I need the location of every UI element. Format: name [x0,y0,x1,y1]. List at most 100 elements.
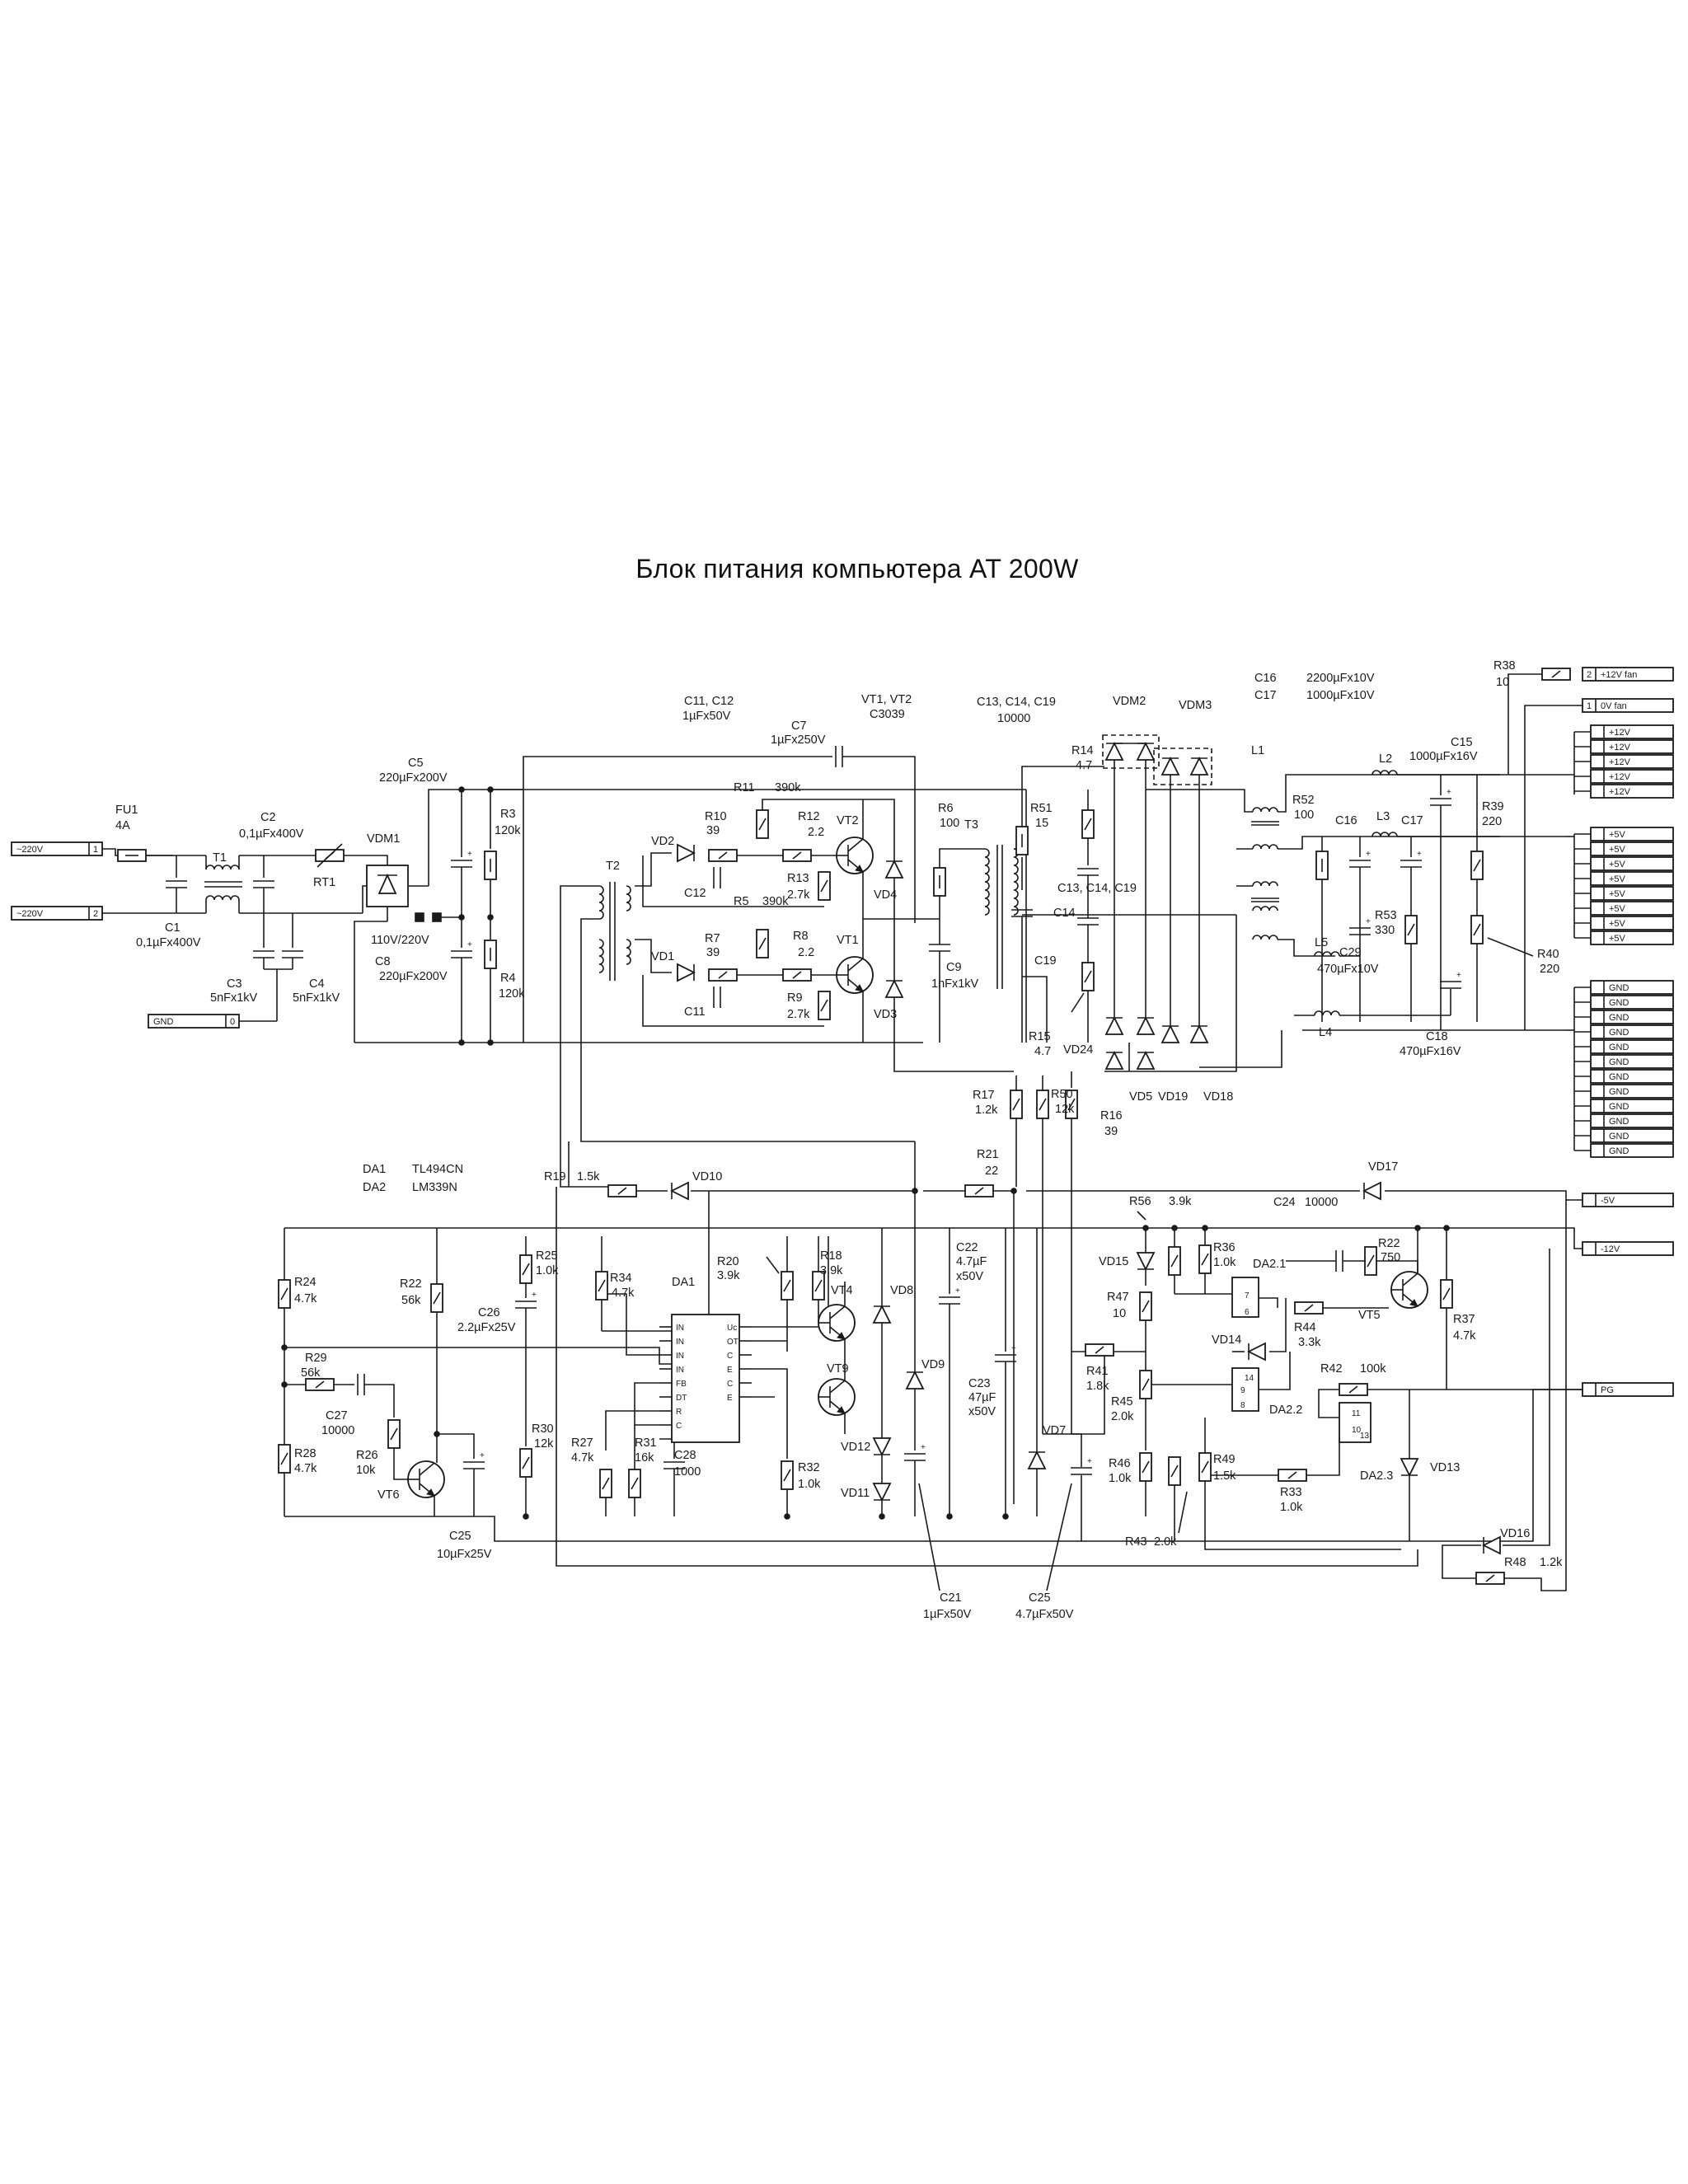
resistor-r40 [1470,915,1484,944]
capacitor-c3 [253,950,274,958]
label-r24v: 4.7k [294,1292,317,1305]
svg-text:GND: GND [1609,998,1629,1008]
diode-vd17 [1362,1181,1381,1201]
connector-gnd-4: GND [1590,1039,1674,1054]
connector-minus12v: -12V [1582,1241,1674,1256]
label-r39v: 220 [1482,815,1502,828]
diode-assembly-vdm2 [1102,734,1160,769]
svg-text:+5V: +5V [1609,874,1626,884]
label-c22v2: x50V [956,1270,983,1283]
resistor-r20 [781,1271,794,1301]
label-vdm2: VDM2 [1113,695,1146,708]
diode-vd15 [1136,1252,1156,1272]
resistor-r47 [1139,1291,1152,1321]
wire [364,1384,395,1418]
resistor-r42 [1339,1383,1368,1396]
connector-v12-1: +12V [1590,739,1674,754]
wire [490,756,832,790]
capacitor-c23: + [995,1344,1016,1362]
wire [284,1347,672,1365]
wire [1204,1516,1401,1550]
diode-vd5-b [1136,1050,1156,1070]
svg-text:C: C [727,1380,733,1389]
label-r29: R29 [305,1352,327,1365]
junction [1202,1225,1208,1231]
label-r18v: 3.9k [820,1264,843,1277]
diode-vd9 [905,1370,925,1390]
label-vt9: VT9 [827,1362,849,1376]
wire [635,852,672,887]
label-c16: C16 [1254,672,1277,685]
label-c17: C17 [1401,814,1423,827]
label-r29v: 56k [301,1366,321,1380]
label-l5: L5 [1315,936,1328,949]
wire-bus-hi [428,789,1026,886]
wire [1385,1190,1582,1201]
label-r50v: 12k [1055,1103,1075,1116]
connector-gnd-7: GND [1590,1084,1674,1099]
svg-text:C: C [727,1352,733,1361]
label-r43: R43 [1125,1535,1147,1549]
resistor-r38 [1541,668,1571,681]
junction [946,1513,953,1520]
connector-v12-2: +12V [1590,754,1674,769]
label-r47: R47 [1107,1291,1129,1304]
connector-gnd-3: GND [1590,1024,1674,1039]
resistor-r29 [305,1378,335,1391]
diode-vd12 [872,1437,892,1457]
connector-v5-0: +5V [1590,827,1674,841]
wire [560,1154,610,1188]
label-r37: R37 [1453,1313,1475,1326]
resistor-r30 [519,1448,532,1478]
resistor-r31 [628,1469,641,1498]
label-c7: C7 [791,719,807,733]
capacitor-c24 [1335,1250,1343,1272]
wire-bottom [284,1389,1582,1542]
label-r19: R19 [544,1170,566,1183]
label-c15: C15 [1451,736,1473,749]
capacitor-c15: + [1430,788,1451,806]
label-c11c12: C11, C12 [684,695,734,708]
label-r45v: 2.0k [1111,1410,1134,1423]
capacitor-c14 [1077,917,1099,926]
label-vt12v: C3039 [870,708,905,721]
resistor-r21 [964,1184,994,1197]
label-r48v: 1.2k [1540,1556,1563,1569]
label-r33v: 1.0k [1280,1501,1303,1514]
wire [605,1410,659,1451]
label-c25a: C25 [449,1530,471,1543]
svg-text:+: + [1011,1344,1016,1353]
junction [281,1381,288,1388]
svg-text:+5V: +5V [1609,845,1626,855]
wire [602,1293,659,1356]
label-c8: C8 [375,955,391,968]
label-c25av: 10µFx25V [437,1548,492,1561]
label-r17v: 1.2k [975,1104,998,1117]
wire [362,885,367,913]
wire [635,939,672,973]
svg-text:-12V: -12V [1601,1244,1620,1254]
label-r36v: 1.0k [1213,1256,1236,1269]
label-c11: C11 [684,1005,706,1019]
svg-text:14: 14 [1245,1374,1254,1383]
transistor-vt6 [407,1460,445,1498]
svg-text:+: + [480,1451,485,1460]
capacitor-c7 [835,746,843,767]
label-r44: R44 [1294,1321,1316,1334]
label-r10: R10 [705,810,727,823]
transistor-vt1 [836,956,874,994]
label-r46: R46 [1109,1457,1131,1470]
label-r39: R39 [1482,800,1504,813]
connector-gnd-9: GND [1590,1113,1674,1128]
resistor-r53 [1404,915,1418,944]
wire [1318,1389,1339,1418]
junction [281,1344,288,1351]
connector-v5-2: +5V [1590,856,1674,871]
label-c27: C27 [326,1409,348,1422]
svg-text:+: + [1447,788,1451,797]
transistor-vt4 [818,1304,856,1342]
